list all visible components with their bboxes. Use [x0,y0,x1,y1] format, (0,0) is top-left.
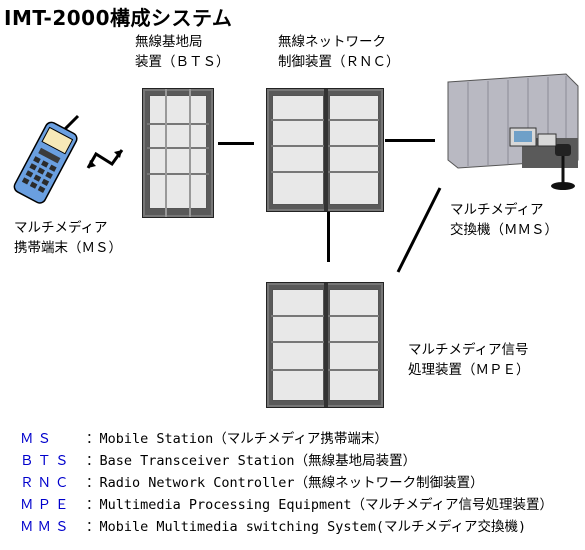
legend-row: ＲＮＣ：Radio Network Controller（無線ネットワーク制御装… [20,475,484,491]
legend-row: ＭＰＥ：Multimedia Processing Equipment（マルチメ… [20,497,554,513]
ms-label: マルチメディア 携帯端末（ＭＳ） [14,218,122,258]
rnc-label-line2: 制御装置（ＲＮＣ） [278,54,400,70]
rnc-rack-image [266,88,384,212]
bts-rack-image [142,88,214,218]
mpe-label-line1: マルチメディア信号 [408,342,529,358]
mms-switch-image [447,73,579,190]
link-bts-rnc [218,142,254,145]
mpe-rack-image [266,282,384,408]
bts-label-line1: 無線基地局 [135,34,203,50]
mms-label-line1: マルチメディア [450,202,544,218]
radio-link-icon [86,149,124,169]
bts-label-line2: 装置（ＢＴＳ） [135,54,230,70]
mms-label-line2: 交換機（ＭＭＳ） [450,222,558,238]
ms-label-line2: 携帯端末（ＭＳ） [14,240,122,256]
mms-label: マルチメディア 交換機（ＭＭＳ） [450,200,558,240]
legend-row: ＭＭＳ：Mobile Multimedia switching System(マ… [20,519,527,535]
mpe-label: マルチメディア信号 処理装置（ＭＰＥ） [408,340,530,380]
legend-row: ＭＳ：Mobile Station（マルチメディア携帯端末） [20,431,388,447]
link-rnc-mpe [327,212,330,262]
mobile-phone-icon [13,114,80,204]
diagram-title: IMT-2000構成システム [4,6,233,30]
legend-row: ＢＴＳ：Base Transceiver Station（無線基地局装置） [20,453,417,469]
mpe-label-line2: 処理装置（ＭＰＥ） [408,362,530,378]
bts-label: 無線基地局 装置（ＢＴＳ） [135,32,230,72]
ms-label-line1: マルチメディア [14,220,108,236]
link-rnc-mms [385,139,435,142]
legend: ＭＳ：Mobile Station（マルチメディア携帯端末） ＢＴＳ：Base … [20,428,553,538]
rnc-label-line1: 無線ネットワーク [278,34,386,50]
link-mpe-mms [396,187,442,273]
rnc-label: 無線ネットワーク 制御装置（ＲＮＣ） [278,32,400,72]
